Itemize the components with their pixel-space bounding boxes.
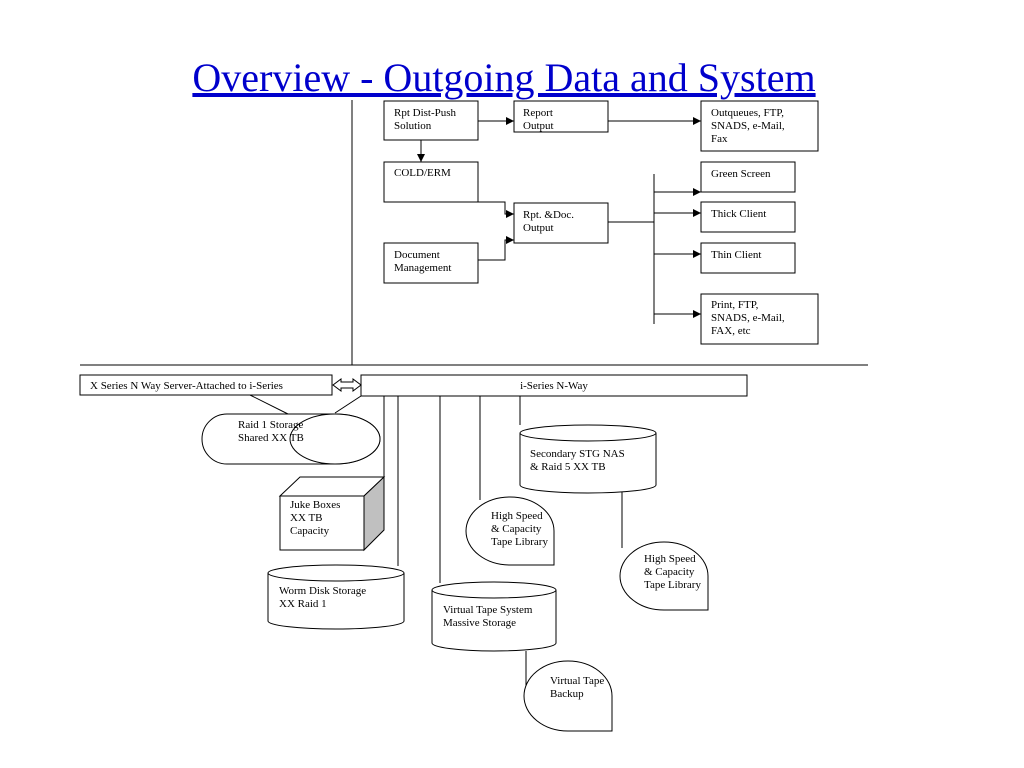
- box-thin-client[interactable]: Thin Client: [700, 242, 796, 274]
- box-i-series[interactable]: i-Series N-Way: [360, 374, 748, 397]
- link-iseries-raid: [334, 395, 362, 414]
- arrow-cold-to-rptdoc: [478, 201, 514, 218]
- box-green-screen[interactable]: Green Screen: [700, 161, 796, 193]
- storage-secondary-nas[interactable]: Secondary STG NAS& Raid 5 XX TB: [519, 424, 657, 494]
- box-outqueues[interactable]: Outqueues, FTP,SNADS, e-Mail,Fax: [700, 100, 819, 152]
- upper-connectors: [417, 117, 701, 324]
- bidirectional-arrow: [332, 378, 362, 392]
- svg-text:Print, FTP,SNADS, e-Mail,FAX,: Print, FTP,SNADS, e-Mail,FAX, etc: [711, 299, 785, 337]
- link-xseries-raid: [249, 394, 291, 416]
- svg-text:COLD/ERM: COLD/ERM: [394, 167, 451, 179]
- svg-text:i-Series N-Way: i-Series N-Way: [520, 380, 588, 392]
- svg-text:Secondary STG NAS& Raid 5 XX T: Secondary STG NAS& Raid 5 XX TB: [530, 448, 625, 473]
- box-x-series[interactable]: X Series N Way Server-Attached to i-Seri…: [79, 374, 333, 396]
- svg-text:Rpt. &Doc.Output: Rpt. &Doc.Output: [523, 209, 574, 234]
- svg-text:Outqueues, FTP,SNADS, e-Mail,F: Outqueues, FTP,SNADS, e-Mail,Fax: [711, 107, 785, 145]
- svg-text:Thick Client: Thick Client: [711, 208, 766, 220]
- box-print-ftp[interactable]: Print, FTP,SNADS, e-Mail,FAX, etc: [700, 293, 819, 345]
- svg-text:Thin Client: Thin Client: [711, 249, 761, 261]
- svg-text:Green Screen: Green Screen: [711, 168, 771, 180]
- svg-text:X Series N Way Server-Attached: X Series N Way Server-Attached to i-Seri…: [90, 380, 283, 392]
- arrow-docmgmt-to-rptdoc: [478, 236, 514, 261]
- page-title: Overview - Outgoing Data and System: [192, 55, 816, 100]
- box-rpt-doc-output[interactable]: Rpt. &Doc.Output: [513, 202, 609, 244]
- box-thick-client[interactable]: Thick Client: [700, 201, 796, 233]
- box-cold-erm[interactable]: COLD/ERM: [383, 161, 479, 203]
